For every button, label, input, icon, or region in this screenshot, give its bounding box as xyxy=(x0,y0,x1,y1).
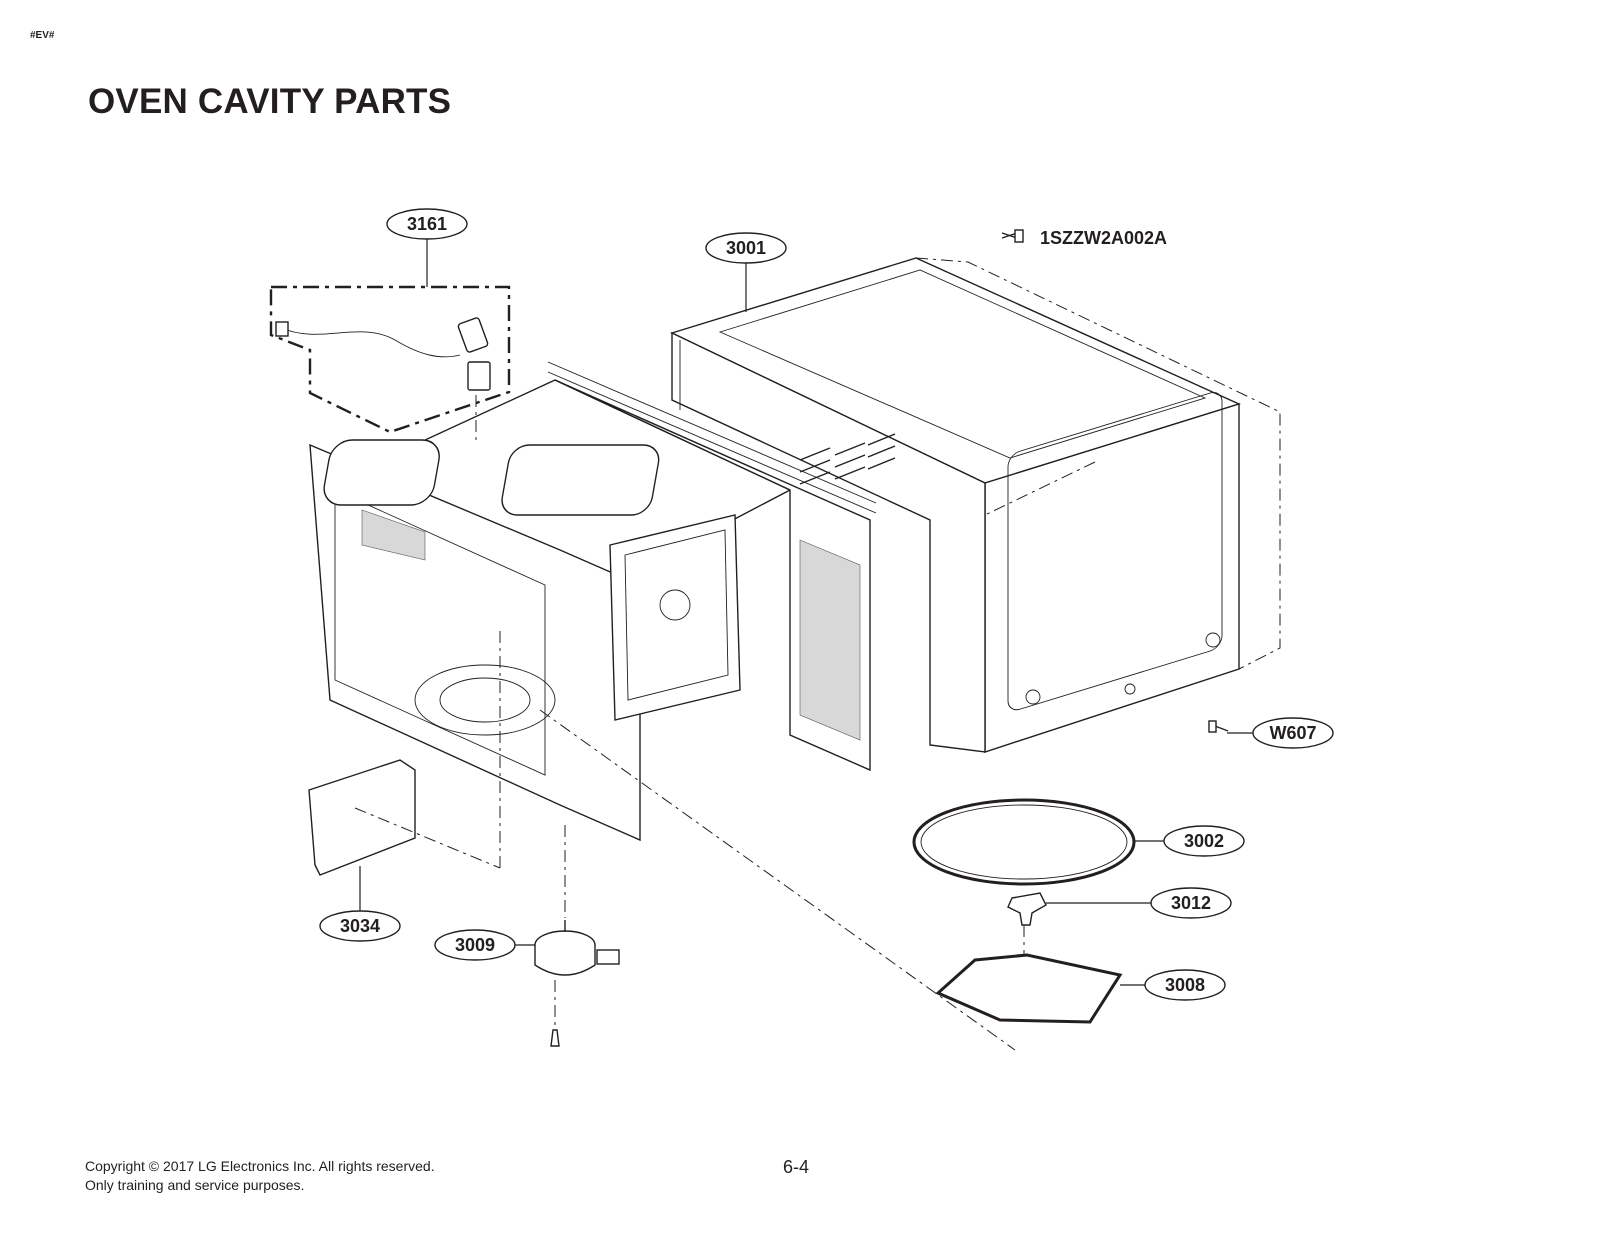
callout-3034: 3034 xyxy=(319,866,401,942)
screw-W607-icon xyxy=(1208,720,1229,733)
callout-label-3161: 3161 xyxy=(407,214,447,234)
usage-text: Only training and service purposes. xyxy=(85,1177,305,1193)
page-title: OVEN CAVITY PARTS xyxy=(88,82,452,121)
callout-3002: 3002 xyxy=(1134,825,1245,857)
wire-harness-3161 xyxy=(269,285,511,434)
screw-part-number: 1SZZW2A002A xyxy=(1040,228,1168,248)
callout-W607: W607 xyxy=(1227,717,1334,749)
callout-label-3008: 3008 xyxy=(1165,975,1205,995)
copyright-text: Copyright © 2017 LG Electronics Inc. All… xyxy=(85,1158,435,1174)
turntable-motor-3009 xyxy=(534,920,620,1047)
callout-label-3001: 3001 xyxy=(726,238,766,258)
callout-label-3009: 3009 xyxy=(455,935,495,955)
glass-tray-ring-3002 xyxy=(912,798,1136,886)
vent-slots xyxy=(799,433,896,485)
coupler-3012 xyxy=(1007,892,1047,926)
oven-cavity-assembly xyxy=(309,361,877,842)
callout-3161: 3161 xyxy=(386,208,468,287)
callout-label-3002: 3002 xyxy=(1184,831,1224,851)
callout-3008: 3008 xyxy=(1120,969,1226,1001)
page-number: 6-4 xyxy=(783,1157,810,1177)
projection-lines xyxy=(354,395,1096,1051)
screw-1SZZW2A002A-icon xyxy=(1001,229,1024,243)
callout-3001: 3001 xyxy=(705,232,787,312)
callout-3012: 3012 xyxy=(1046,887,1232,919)
callout-3009: 3009 xyxy=(434,929,535,961)
roller-ring-3008 xyxy=(935,953,1123,1024)
callout-label-W607: W607 xyxy=(1269,723,1316,743)
callout-label-3034: 3034 xyxy=(340,916,380,936)
footer: Copyright © 2017 LG Electronics Inc. All… xyxy=(85,1157,435,1195)
callout-label-3012: 3012 xyxy=(1171,893,1211,913)
document-tag: #EV# xyxy=(30,30,55,41)
cover-plate-3034 xyxy=(308,759,416,876)
outer-cabinet-3001 xyxy=(670,257,1281,753)
